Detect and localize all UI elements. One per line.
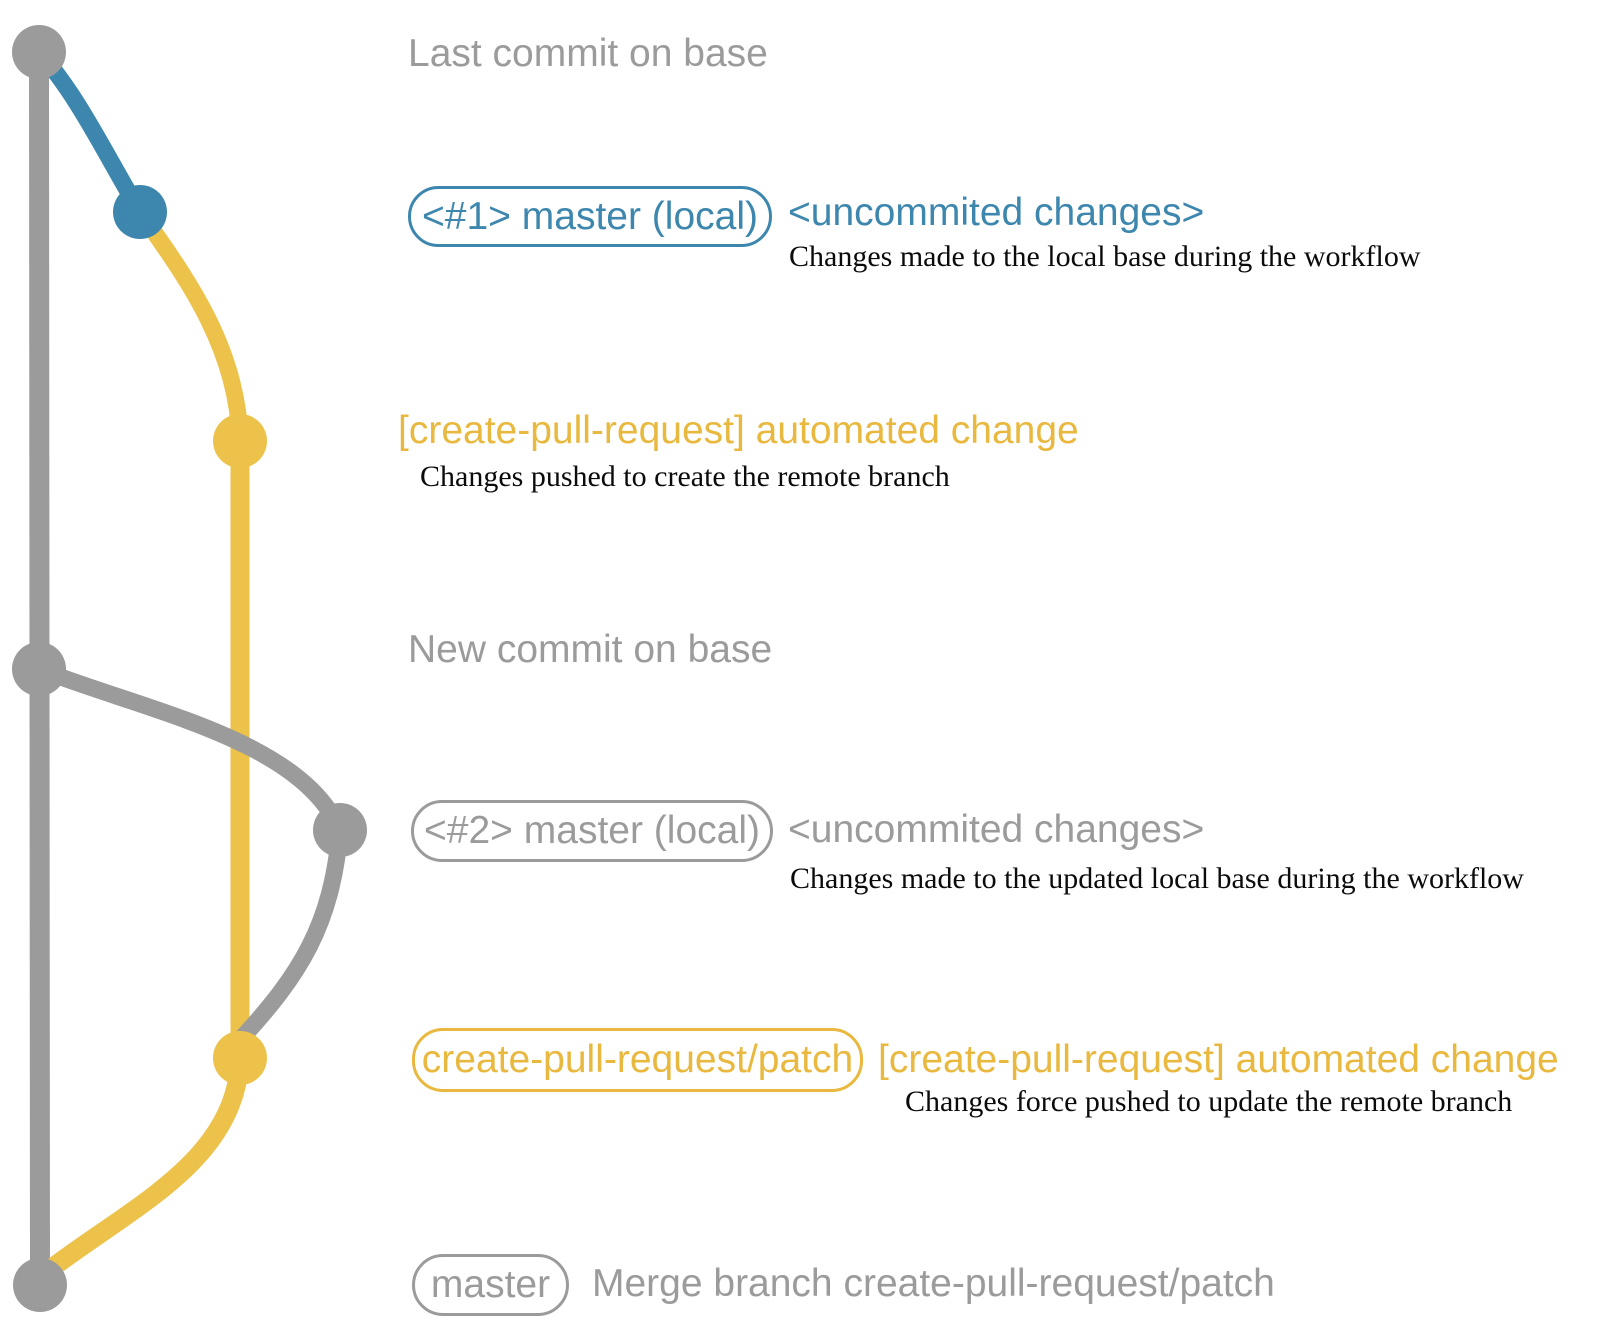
commit-node-remote-2 [213, 1031, 267, 1085]
badge-master: master [412, 1254, 569, 1316]
commit-node-new-base [12, 642, 66, 696]
badge-patch-branch-label: create-pull-request/patch [421, 1038, 854, 1081]
badge-master-local-2-label: <#2> master (local) [424, 809, 760, 852]
label-merge-message: Merge branch create-pull-request/patch [592, 1262, 1275, 1305]
label-uncommitted-changes-2: <uncommited changes> [788, 808, 1205, 851]
label-automated-change-1: [create-pull-request] automated change [398, 409, 1079, 452]
caption-updated-local-base: Changes made to the updated local base d… [790, 862, 1524, 895]
badge-master-local-1-label: <#1> master (local) [422, 194, 758, 238]
commit-node-local-2 [313, 803, 367, 857]
commit-node-remote-1 [213, 414, 267, 468]
commit-node-local-1 [113, 185, 167, 239]
badge-master-local-1: <#1> master (local) [408, 186, 772, 247]
caption-local-base: Changes made to the local base during th… [789, 240, 1421, 273]
caption-force-push: Changes force pushed to update the remot… [905, 1085, 1513, 1118]
badge-patch-branch: create-pull-request/patch [412, 1028, 863, 1092]
commit-node-merge [13, 1258, 67, 1312]
badge-master-label: master [430, 1263, 551, 1306]
merge-edge [42, 1048, 250, 1278]
label-automated-change-2: [create-pull-request] automated change [878, 1038, 1559, 1081]
title-last-commit-on-base: Last commit on base [408, 32, 768, 75]
title-new-commit-on-base: New commit on base [408, 628, 773, 671]
local-branch-edge-2 [30, 660, 349, 839]
commit-node-last-base [12, 25, 66, 79]
local-branch-edge-1 [30, 43, 149, 221]
label-uncommitted-changes-1: <uncommited changes> [788, 191, 1205, 234]
badge-master-local-2: <#2> master (local) [411, 800, 773, 862]
patch-branch-edge-1 [131, 203, 249, 450]
caption-push-create: Changes pushed to create the remote bran… [420, 460, 950, 493]
patch-update-edge [231, 821, 349, 1049]
